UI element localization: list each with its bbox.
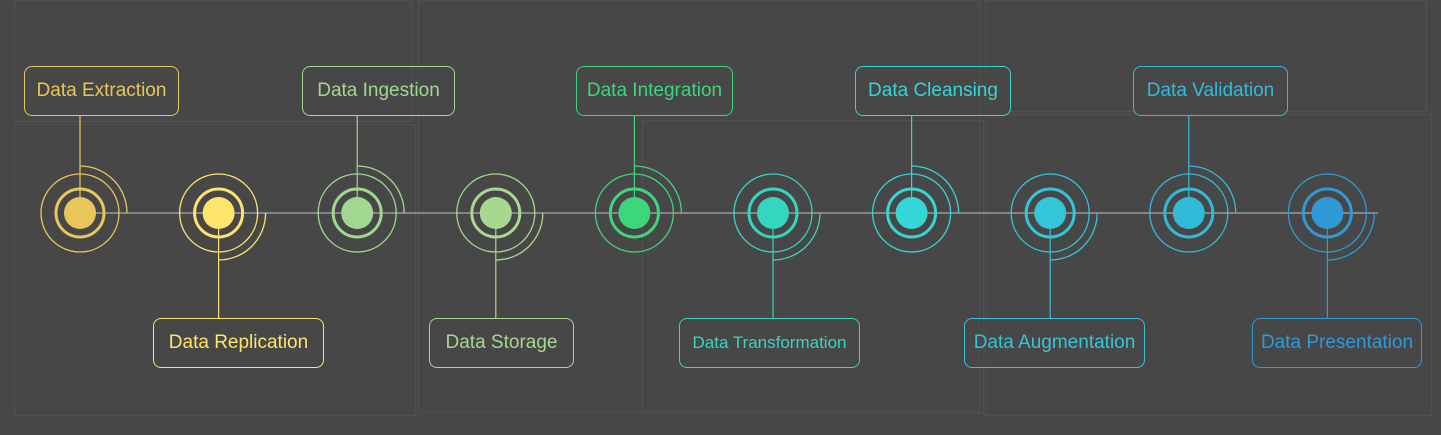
stage-arc: [357, 165, 405, 214]
stage-outer-ring: [871, 173, 952, 253]
stage-arc: [495, 212, 544, 261]
stage-outer-ring: [456, 173, 536, 253]
stage-node: [202, 197, 235, 229]
stage-label-data-cleansing: Data Cleansing: [855, 66, 1011, 116]
stage-label-data-augmentation: Data Augmentation: [964, 318, 1145, 368]
stage-label-data-storage: Data Storage: [429, 318, 574, 368]
stage-outer-ring: [317, 173, 397, 253]
stage-inner-ring: [608, 187, 660, 239]
stage-arc: [218, 212, 267, 261]
stage-label-data-transformation: Data Transformation: [679, 318, 860, 368]
background-panel: [14, 124, 416, 416]
stage-arc: [772, 212, 821, 261]
stage-outer-ring: [1149, 173, 1229, 253]
stage-label-data-ingestion: Data Ingestion: [302, 66, 455, 116]
stage-label-data-presentation: Data Presentation: [1252, 318, 1422, 368]
stage-label-data-integration: Data Integration: [576, 66, 733, 116]
stage-arc: [79, 165, 128, 214]
stage-outer-ring: [40, 173, 120, 253]
stage-node: [1034, 197, 1067, 229]
stage-label-data-replication: Data Replication: [153, 318, 324, 368]
stage-inner-ring: [193, 187, 245, 239]
stage-node: [479, 197, 512, 229]
stage-arc: [911, 165, 960, 214]
stage-arc: [1327, 212, 1376, 261]
stage-outer-ring: [1010, 173, 1090, 253]
stage-label-data-validation: Data Validation: [1133, 66, 1288, 116]
stage-inner-ring: [1163, 187, 1215, 239]
stage-arc: [634, 165, 683, 214]
stage-arc: [1188, 165, 1237, 214]
stage-label-data-extraction: Data Extraction: [24, 66, 179, 116]
stage-outer-ring: [178, 173, 259, 253]
background-panel: [418, 0, 980, 412]
background-panel: [14, 0, 412, 122]
stage-outer-ring: [733, 173, 813, 253]
stage-node: [757, 197, 789, 229]
stage-node: [341, 197, 374, 229]
stage-node: [895, 197, 928, 229]
stage-inner-ring: [1301, 187, 1353, 239]
stage-arc: [1050, 212, 1098, 261]
stage-inner-ring: [1024, 187, 1076, 239]
stage-inner-ring: [747, 187, 799, 239]
stage-node: [1311, 197, 1344, 229]
stage-outer-ring: [1287, 173, 1368, 253]
stage-node: [64, 197, 96, 229]
stage-outer-ring: [594, 173, 675, 253]
stage-inner-ring: [54, 187, 106, 239]
stage-inner-ring: [470, 187, 522, 239]
stage-inner-ring: [886, 187, 938, 239]
stage-inner-ring: [331, 187, 383, 239]
stage-node: [1172, 197, 1205, 229]
background-panel: [642, 120, 984, 414]
stage-node: [618, 197, 651, 229]
